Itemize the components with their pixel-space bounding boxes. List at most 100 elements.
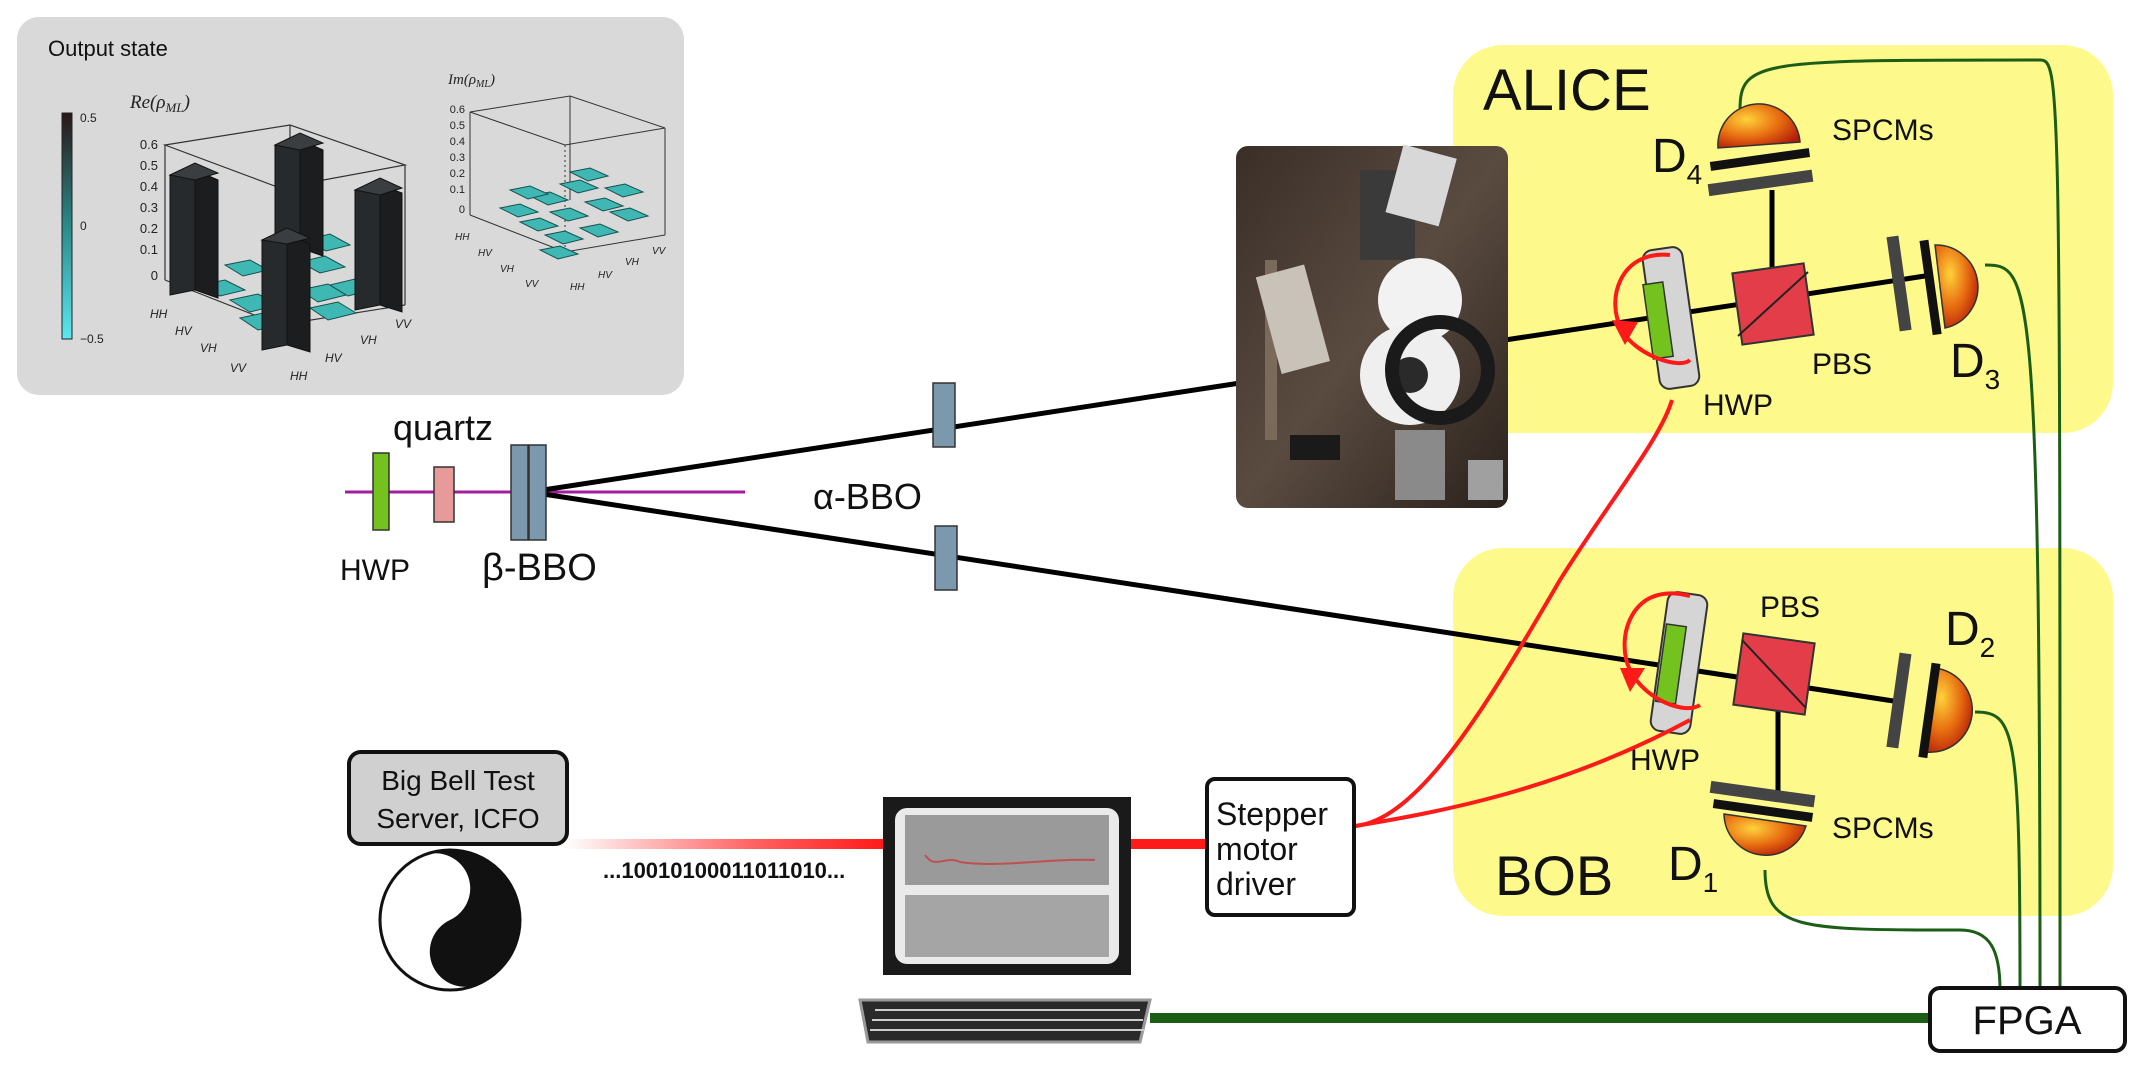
bob-region	[1453, 548, 2113, 916]
re-row-label: HV	[175, 324, 193, 338]
im-bar	[538, 245, 580, 260]
source-hwp-label: HWP	[340, 554, 410, 587]
re-row-label: HH	[150, 307, 168, 321]
re-density-plot: Re(ρML) 0.6 0.5 0.4 0.3 0.2 0.1 0	[129, 92, 412, 383]
fiber-d1	[1763, 869, 2002, 991]
detector-d4	[1709, 103, 1811, 171]
bob-spcms-label: SPCMs	[1832, 812, 1934, 845]
stepper-line2: motor	[1216, 831, 1298, 867]
fiber-lines	[1738, 58, 2062, 991]
re-tick: 0	[151, 268, 158, 283]
server-box: Big Bell Test Server, ICFO	[347, 750, 569, 846]
im-row-label: HH	[455, 232, 470, 243]
fiber-d2	[1974, 710, 2022, 991]
detector-d3	[1919, 239, 1979, 336]
im-tick: 0	[459, 204, 465, 216]
quartz-plate	[433, 466, 455, 523]
colorbar: 0.5 0 −0.5	[61, 111, 104, 346]
im-row-label: VH	[500, 264, 515, 275]
output-state-title: Output state	[48, 36, 168, 61]
re-basis-labels: HH HV VH VV HH HV VH VV	[150, 307, 412, 383]
alice-hwp-mount	[1641, 246, 1701, 390]
yin-yang-icon	[378, 848, 522, 992]
im-bars	[498, 167, 650, 260]
colorbar-max-label: 0.5	[80, 111, 97, 125]
quartz-label: quartz	[393, 407, 493, 448]
alpha-bbo-label: α-BBO	[813, 476, 922, 517]
fpga-box: FPGA	[1928, 986, 2127, 1053]
im-bar	[548, 207, 590, 222]
im-bar	[568, 167, 610, 182]
re-tick: 0.6	[140, 137, 158, 152]
im-bar	[518, 217, 560, 232]
re-col-label: VV	[395, 317, 412, 331]
fiber-d3	[1984, 263, 2042, 991]
alice-hwp-label: HWP	[1703, 389, 1773, 422]
re-bar-hvhv	[273, 132, 325, 257]
im-row-label: HV	[478, 248, 493, 259]
im-tick: 0.4	[450, 136, 465, 148]
im-col-label: VH	[625, 257, 640, 268]
d4-label: D4	[1652, 130, 1702, 190]
re-bar-small	[298, 255, 347, 274]
im-row-label: VV	[525, 279, 540, 290]
stepper-line1: Stepper	[1216, 796, 1328, 832]
bob-filter-d1	[1709, 780, 1816, 808]
bob-pbs-label: PBS	[1760, 591, 1820, 624]
bob-pbs	[1732, 632, 1816, 716]
re-tall-bars	[168, 132, 404, 353]
beta-bbo-label: β-BBO	[482, 547, 597, 589]
alice-region	[1453, 45, 2113, 433]
re-bar-hhhh	[168, 162, 220, 299]
colorbar-mid-label: 0	[80, 219, 87, 233]
im-bar	[558, 179, 600, 194]
im-tick: 0.2	[450, 168, 465, 180]
im-tick: 0.1	[450, 184, 465, 196]
detector-d1	[1712, 799, 1814, 856]
re-col-label: HV	[325, 351, 343, 365]
random-bits-link	[565, 839, 883, 849]
server-line2: Server, ICFO	[376, 803, 539, 834]
re-tick: 0.3	[140, 200, 158, 215]
alice-pbs	[1731, 262, 1815, 346]
alice-arm-beam	[1504, 273, 1926, 343]
alpha-bbo-alice	[932, 382, 956, 448]
beta-bbo-crystal-a	[510, 444, 529, 541]
im-bar	[608, 207, 650, 222]
bob-label: BOB	[1495, 844, 1613, 907]
re-bar-vhvh	[260, 227, 312, 353]
d3-label: D3	[1950, 335, 2000, 395]
control-wire-bob	[1354, 718, 1691, 828]
re-col-label: VH	[360, 333, 377, 347]
random-bits-text: ...10010100011011010...	[603, 858, 845, 883]
im-col-label: VV	[652, 246, 667, 257]
output-state-panel: Output state 0.5 0 −0.5 Re(ρML) 0.6 0.5 …	[17, 17, 684, 395]
motor-mount-photo	[1236, 144, 1508, 508]
bob-rotation-arrowhead	[1620, 668, 1645, 692]
re-col-label: HH	[290, 369, 308, 383]
colorbar-min-label: −0.5	[80, 332, 104, 346]
control-wire-alice	[1354, 399, 1674, 828]
bob-rotation-arrow	[1622, 591, 1702, 711]
im-bar	[498, 203, 540, 218]
bob-filter-d2	[1886, 652, 1912, 749]
im-col-label: HV	[598, 270, 613, 281]
re-tick: 0.2	[140, 221, 158, 236]
im-bar	[603, 183, 645, 198]
alice-rotation-arrowhead	[1612, 320, 1638, 345]
re-tick: 0.5	[140, 158, 158, 173]
alice-label: ALICE	[1483, 58, 1651, 123]
re-tick: 0.1	[140, 242, 158, 257]
fiber-d4	[1738, 58, 2062, 991]
server-line1: Big Bell Test	[381, 765, 535, 796]
stepper-driver-box: Stepper motor driver	[1205, 777, 1356, 917]
alice-filter-d4	[1707, 169, 1814, 197]
im-tick: 0.6	[450, 104, 465, 116]
alice-spcms-label: SPCMs	[1832, 114, 1934, 147]
bob-hwp-label: HWP	[1630, 744, 1700, 777]
re-bar-small	[308, 301, 358, 321]
re-axis-ticks: 0.6 0.5 0.4 0.3 0.2 0.1 0	[140, 137, 158, 283]
im-basis-labels: HH HV VH VV HH HV VH VV	[455, 232, 667, 293]
beta-bbo-crystal-b	[528, 444, 547, 541]
